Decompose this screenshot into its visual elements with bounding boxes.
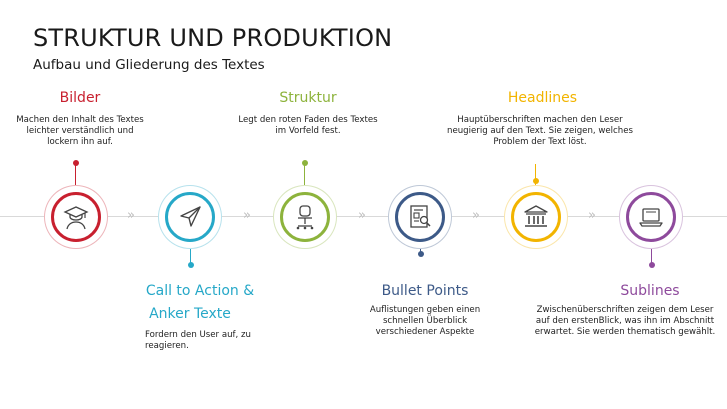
step-node-sublines <box>619 185 683 249</box>
bank-icon <box>524 205 548 227</box>
connector-stem <box>535 164 536 185</box>
connector-stem <box>651 249 652 263</box>
connector-dot <box>418 251 424 257</box>
step-node-bilder <box>44 185 108 249</box>
chevron-connector: » <box>243 208 251 223</box>
step-node-struktur <box>273 185 337 249</box>
page-subtitle: Aufbau und Gliederung des Textes <box>33 57 265 73</box>
step-node-headlines <box>504 185 568 249</box>
step-heading-sublines: Sublines <box>620 283 680 299</box>
chair-icon <box>296 205 314 230</box>
document-search-icon <box>410 205 431 228</box>
step-text-struktur: Legt den roten Faden des Textes im Vorfe… <box>238 115 378 136</box>
page-title: STRUKTUR UND PRODUKTION <box>33 24 393 52</box>
chevron-connector: » <box>127 208 135 223</box>
step-node-call-to-action <box>158 185 222 249</box>
chevron-connector: » <box>472 208 480 223</box>
send-icon <box>180 206 201 227</box>
step-text-sublines: Zwischenüberschriften zeigen dem Leser a… <box>534 305 716 337</box>
connector-stem <box>190 249 191 263</box>
connector-dot <box>533 178 539 184</box>
step-text-bilder: Machen den Inhalt des Textes leichter ve… <box>16 115 144 147</box>
step-heading-struktur: Struktur <box>279 90 337 106</box>
graduate-icon <box>63 206 89 230</box>
connector-stem <box>75 163 76 185</box>
laptop-icon <box>639 208 663 227</box>
timeline-line <box>0 216 727 217</box>
connector-dot <box>188 262 194 268</box>
step-text-bullet-points: Auflistungen geben einen schnellen Überb… <box>369 305 481 337</box>
connector-dot <box>302 160 308 166</box>
chevron-connector: » <box>358 208 366 223</box>
step-text-call-to-action: Fordern den User auf, zu reagieren. <box>145 330 251 351</box>
chevron-connector: » <box>588 208 596 223</box>
connector-dot <box>649 262 655 268</box>
step-heading-call-to-action: Call to Action & <box>145 283 255 299</box>
connector-stem <box>304 163 305 185</box>
step-node-bullet-points <box>388 185 452 249</box>
step-heading-headlines: Headlines <box>507 90 578 106</box>
step-heading-bullet-points: Bullet Points <box>381 283 469 299</box>
step-heading-bilder: Bilder <box>59 90 101 106</box>
connector-dot <box>73 160 79 166</box>
step-heading-call-to-action-line2: Anker Texte <box>149 306 231 322</box>
step-text-headlines: Hauptüberschriften machen den Leser neug… <box>447 115 633 147</box>
